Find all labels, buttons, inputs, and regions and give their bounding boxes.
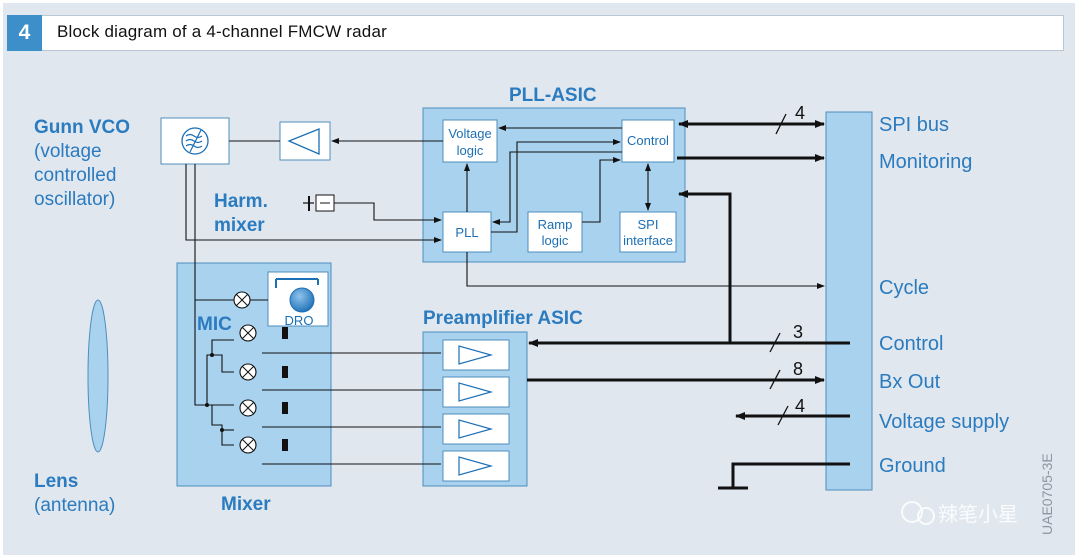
ramp-logic-label-2: logic bbox=[542, 233, 569, 248]
dro-label: DRO bbox=[285, 313, 314, 328]
vco-symbol-icon bbox=[185, 129, 203, 153]
mic-label: MIC bbox=[197, 314, 232, 335]
lens-antenna bbox=[87, 299, 109, 453]
figure-title: Block diagram of a 4-channel FMCW radar bbox=[57, 22, 387, 41]
harm-mixer-label-1: Harm. bbox=[214, 191, 268, 212]
bus-width-control: 3 bbox=[793, 322, 803, 342]
harm-mixer-label-2: mixer bbox=[214, 215, 265, 236]
mixer-elements bbox=[233, 291, 257, 454]
ramp-logic-label-1: Ramp bbox=[538, 217, 573, 232]
preamp-amplifiers bbox=[442, 339, 510, 482]
spi-interface-label-2: interface bbox=[623, 233, 673, 248]
signal-control: Control bbox=[879, 333, 943, 355]
figure-header bbox=[7, 15, 1064, 51]
gunn-vco-label: Gunn VCO bbox=[34, 117, 130, 138]
spi-interface-block bbox=[619, 211, 677, 253]
harmonic-mixer-icon bbox=[303, 194, 335, 212]
mixer-title: Mixer bbox=[221, 494, 271, 515]
spi-interface-label-1: SPI bbox=[638, 217, 659, 232]
control-block bbox=[621, 119, 675, 163]
bus-width-spi: 4 bbox=[795, 103, 805, 123]
bus-width-voltage: 4 bbox=[795, 396, 805, 416]
figure-code: UAE0705-3E bbox=[1039, 453, 1055, 535]
voltage-logic-label-2: logic bbox=[457, 143, 484, 158]
connector-block bbox=[825, 111, 873, 491]
gunn-vco-sub2: controlled bbox=[34, 165, 116, 186]
lens-label: Lens bbox=[34, 471, 78, 492]
voltage-logic-label-1: Voltage bbox=[448, 126, 491, 141]
signal-ground: Ground bbox=[879, 455, 946, 477]
control-block-label: Control bbox=[627, 133, 669, 148]
figure-number: 4 bbox=[7, 15, 42, 51]
signal-cycle: Cycle bbox=[879, 277, 929, 299]
preamp-title: Preamplifier ASIC bbox=[423, 308, 583, 329]
bus-width-bx-out: 8 bbox=[793, 359, 803, 379]
gunn-vco-sub3: oscillator) bbox=[34, 189, 115, 210]
pll-asic-title: PLL-ASIC bbox=[509, 85, 597, 106]
watermark-text: 辣笔小星 bbox=[938, 502, 1018, 526]
watermark: 辣笔小星 bbox=[901, 501, 1018, 526]
pll-block-label: PLL bbox=[455, 225, 478, 240]
signal-bx-out: Bx Out bbox=[879, 371, 941, 393]
ramp-logic-block bbox=[527, 211, 583, 253]
voltage-logic-block bbox=[442, 119, 498, 163]
signal-spi-bus: SPI bus bbox=[879, 114, 949, 136]
gunn-vco-sub1: (voltage bbox=[34, 141, 102, 162]
lens-sub-label: (antenna) bbox=[34, 495, 115, 516]
signal-voltage-supply: Voltage supply bbox=[879, 411, 1009, 433]
dro-resonator-icon bbox=[289, 287, 315, 313]
signal-monitoring: Monitoring bbox=[879, 151, 972, 173]
